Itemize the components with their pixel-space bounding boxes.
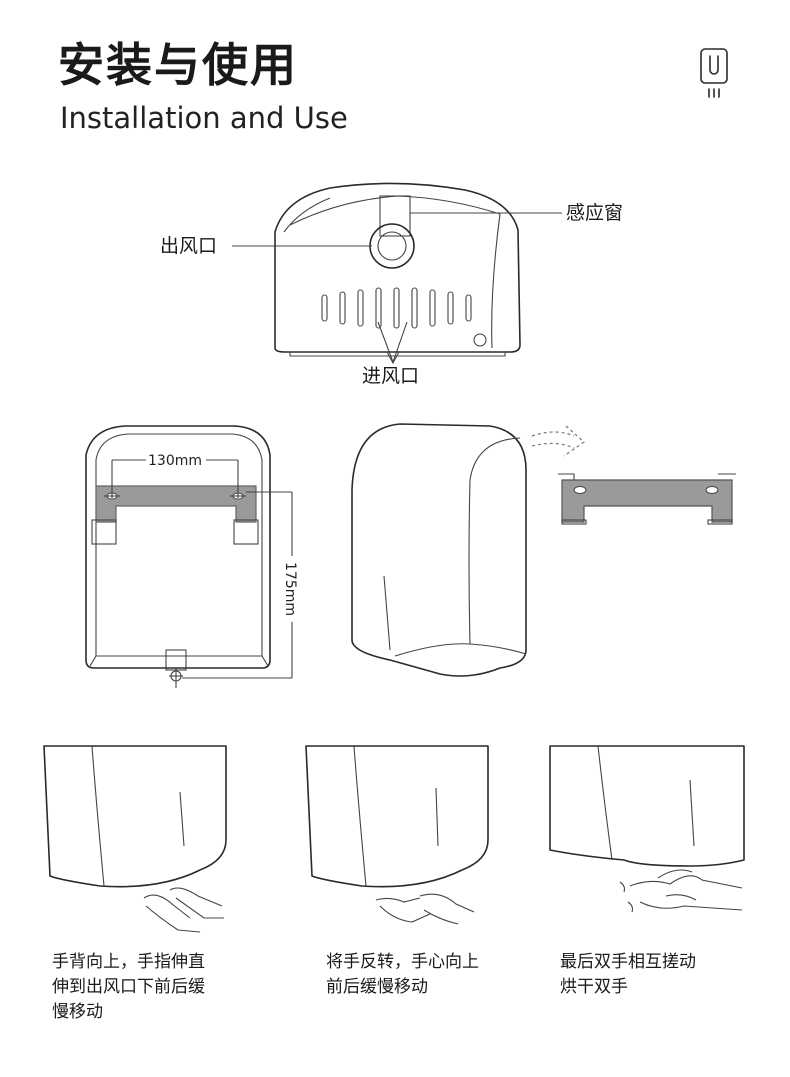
usage-step-3-caption: 最后双手相互搓动 烘干双手 bbox=[560, 952, 696, 997]
usage-step-1-illustration bbox=[43, 745, 227, 933]
dryer-front-view bbox=[232, 182, 562, 365]
height-dimension: 175mm bbox=[282, 562, 298, 616]
intake-slots bbox=[321, 287, 472, 329]
wall-bracket bbox=[558, 473, 736, 525]
usage-step-2-caption: 将手反转，手心向上 前后缓慢移动 bbox=[326, 952, 479, 997]
width-dimension: 130mm bbox=[148, 453, 202, 469]
dryer-back-view: 130mm 175mm bbox=[85, 425, 298, 688]
page-subtitle: Installation and Use bbox=[60, 101, 348, 135]
usage-step-1-caption: 手背向上，手指伸直 伸到出风口下前后缓 慢移动 bbox=[52, 952, 205, 1022]
label-air-outlet: 出风口 bbox=[160, 235, 218, 257]
page-title: 安装与使用 bbox=[58, 38, 298, 92]
label-air-inlet: 进风口 bbox=[362, 365, 420, 387]
usage-step-3-illustration bbox=[549, 745, 745, 913]
mount-arrow bbox=[531, 425, 585, 457]
label-sensor-window: 感应窗 bbox=[566, 202, 624, 224]
usage-step-2-illustration bbox=[305, 745, 489, 925]
hand-dryer-logo-icon bbox=[700, 48, 728, 98]
dryer-side-view bbox=[351, 423, 527, 677]
